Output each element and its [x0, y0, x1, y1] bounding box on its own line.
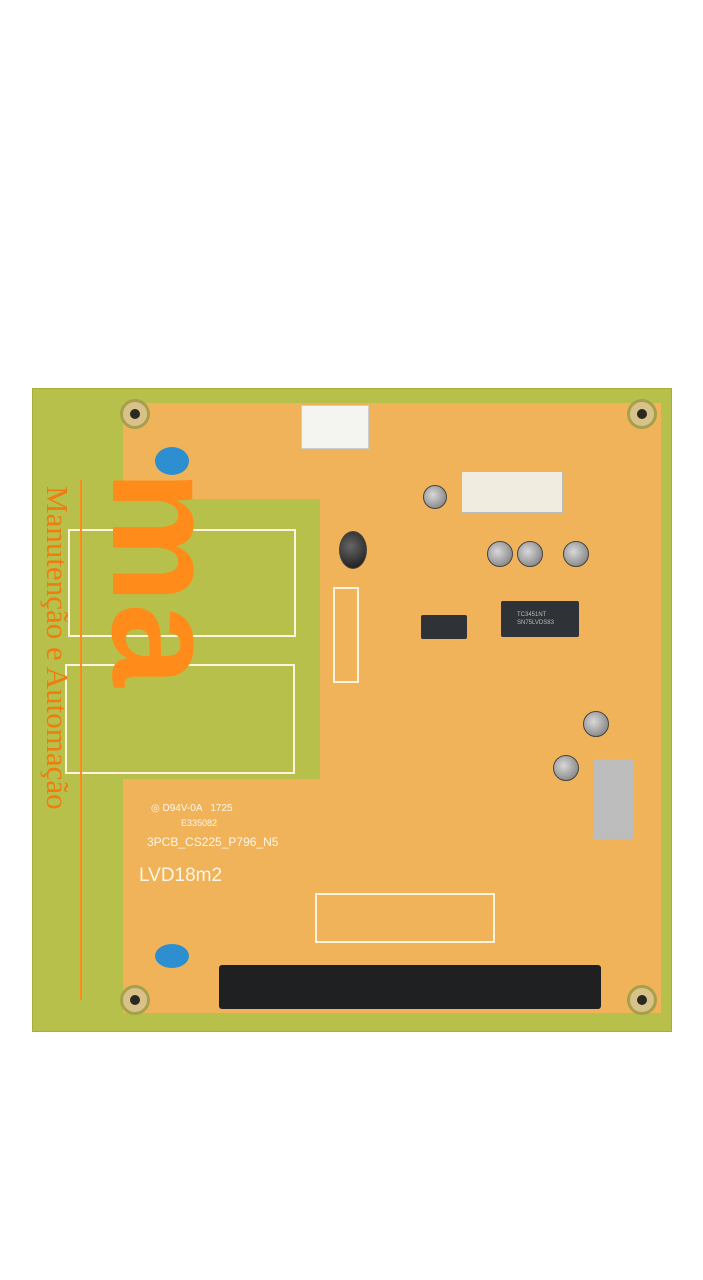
ic-chip [593, 759, 633, 839]
capacitor-blue [155, 944, 189, 968]
electrolytic-capacitor [553, 755, 579, 781]
lvds-chip: TC3451NT SN75LVDS83 [501, 601, 579, 637]
relay-outline-1 [68, 529, 296, 637]
relay-zone [65, 499, 320, 779]
mounting-hole [120, 985, 150, 1015]
connector-outline [315, 893, 495, 943]
chip-label: TC3451NT [517, 612, 547, 618]
electrolytic-capacitor [517, 541, 543, 567]
date-code: 1725 [210, 803, 233, 814]
electrolytic-capacitor [423, 485, 447, 509]
white-connector [301, 405, 369, 449]
circuit-board: TC3451NT SN75LVDS83 ◎ D94V-0A 1725 E3350… [32, 388, 672, 1032]
ribbon-connector [461, 471, 563, 513]
ul-marking: ◎ D94V-0A 1725 [151, 803, 233, 814]
electrolytic-capacitor [563, 541, 589, 567]
idc-header-connector [219, 965, 601, 1009]
pin-header-outline [333, 587, 359, 683]
mounting-hole [627, 985, 657, 1015]
model-label: LVD18m2 [139, 865, 223, 886]
watermark-logo: ma [81, 470, 249, 687]
chip-label: SN75LVDS83 [517, 620, 554, 626]
watermark-line [80, 480, 82, 1000]
electrolytic-capacitor [339, 531, 367, 569]
mounting-hole [120, 399, 150, 429]
ul-file-number: E335082 [181, 818, 218, 828]
watermark-text: Manutenção e Automação [40, 486, 75, 810]
electrolytic-capacitor [487, 541, 513, 567]
electrolytic-capacitor [583, 711, 609, 737]
relay-outline-2 [65, 664, 295, 774]
part-number: 3PCB_CS225_P796_N5 [147, 835, 279, 849]
ul-code: D94V-0A [162, 803, 202, 814]
capacitor-blue [155, 447, 189, 475]
mounting-hole [627, 399, 657, 429]
ic-chip [421, 615, 467, 639]
